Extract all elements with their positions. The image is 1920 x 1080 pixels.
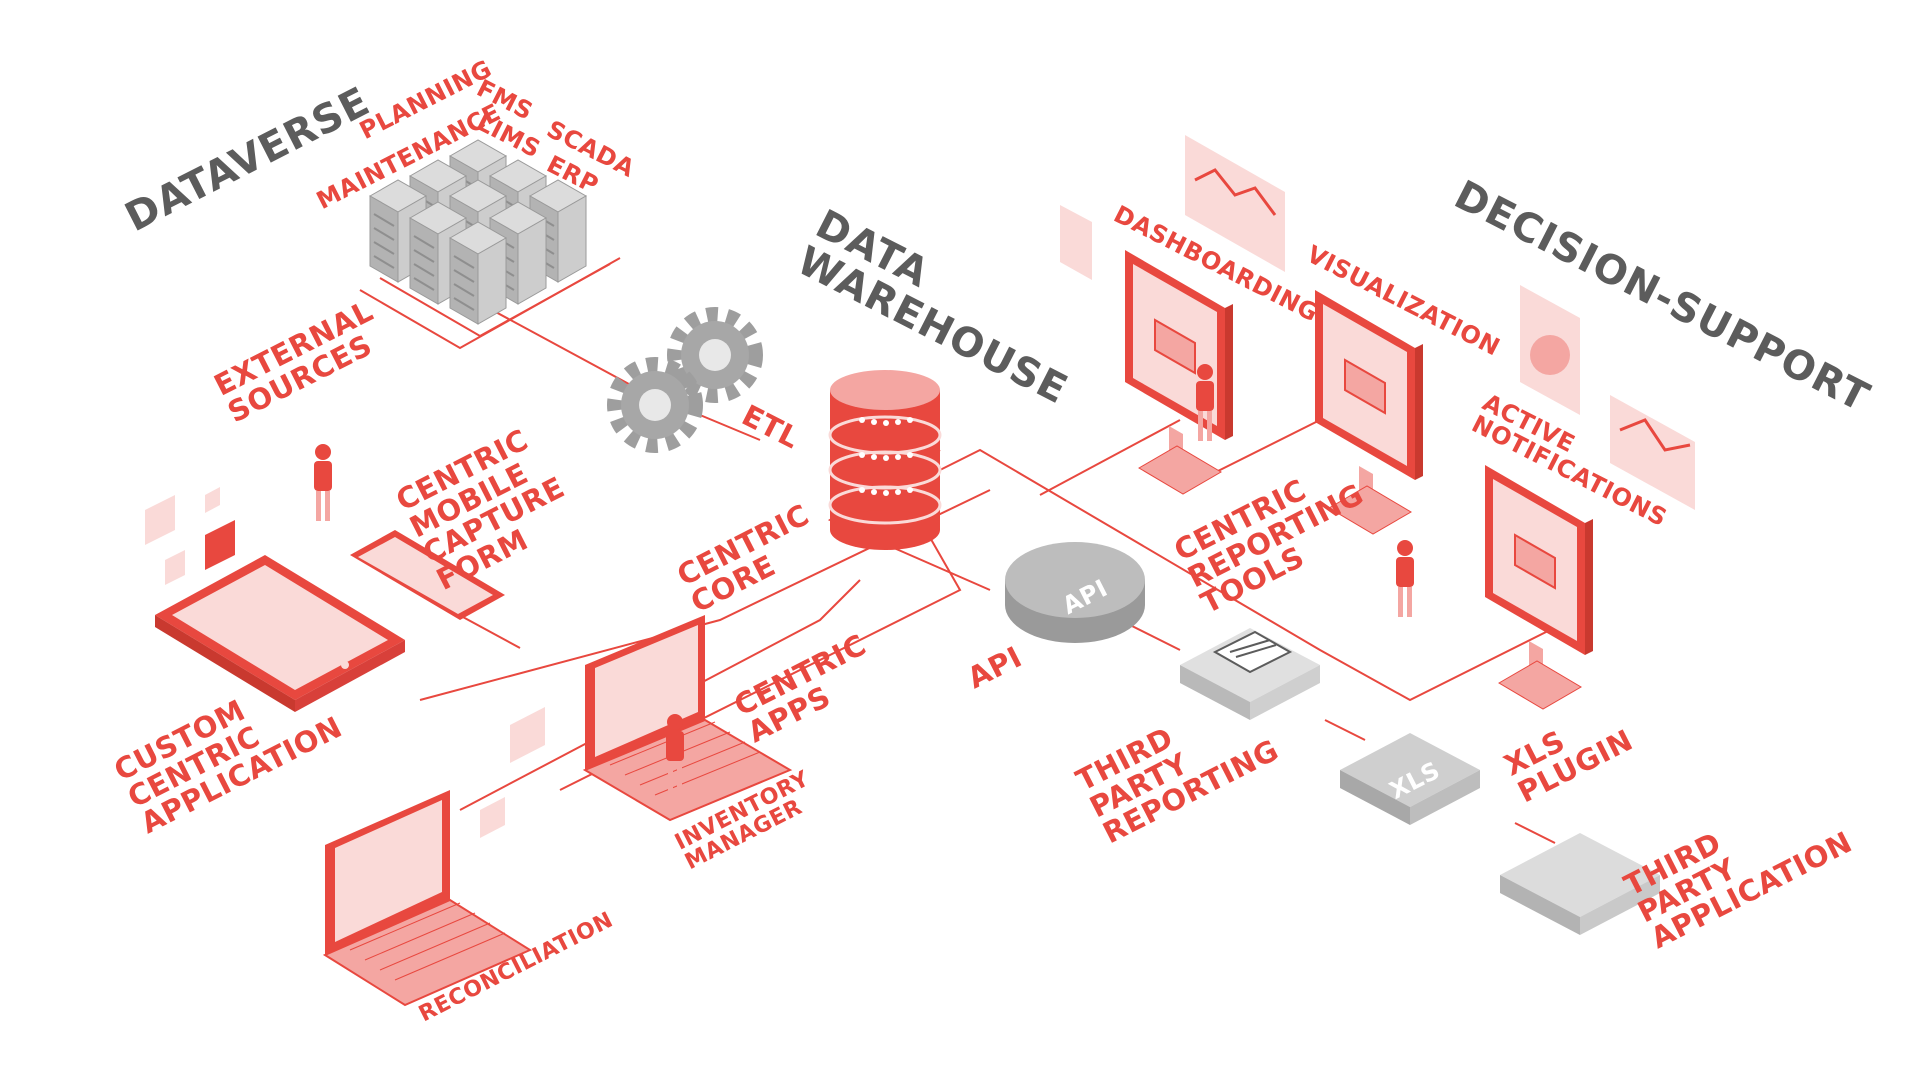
laptop-reconciliation (322, 790, 533, 1007)
floating-chart-panels (1060, 135, 1695, 510)
floating-squares (145, 487, 545, 838)
tablet-icon (155, 555, 405, 712)
gears-icon (615, 315, 755, 445)
xls-block (1340, 733, 1480, 825)
monitor-dashboarding (1124, 249, 1234, 495)
phone-icon (350, 530, 505, 620)
server-ground-traces (359, 257, 621, 350)
third-party-reporting-block (1180, 628, 1320, 720)
third-party-application-block (1500, 833, 1660, 935)
database-icon (828, 370, 942, 550)
monitor-notifications (1484, 464, 1594, 710)
api-button-shape (1005, 542, 1145, 643)
